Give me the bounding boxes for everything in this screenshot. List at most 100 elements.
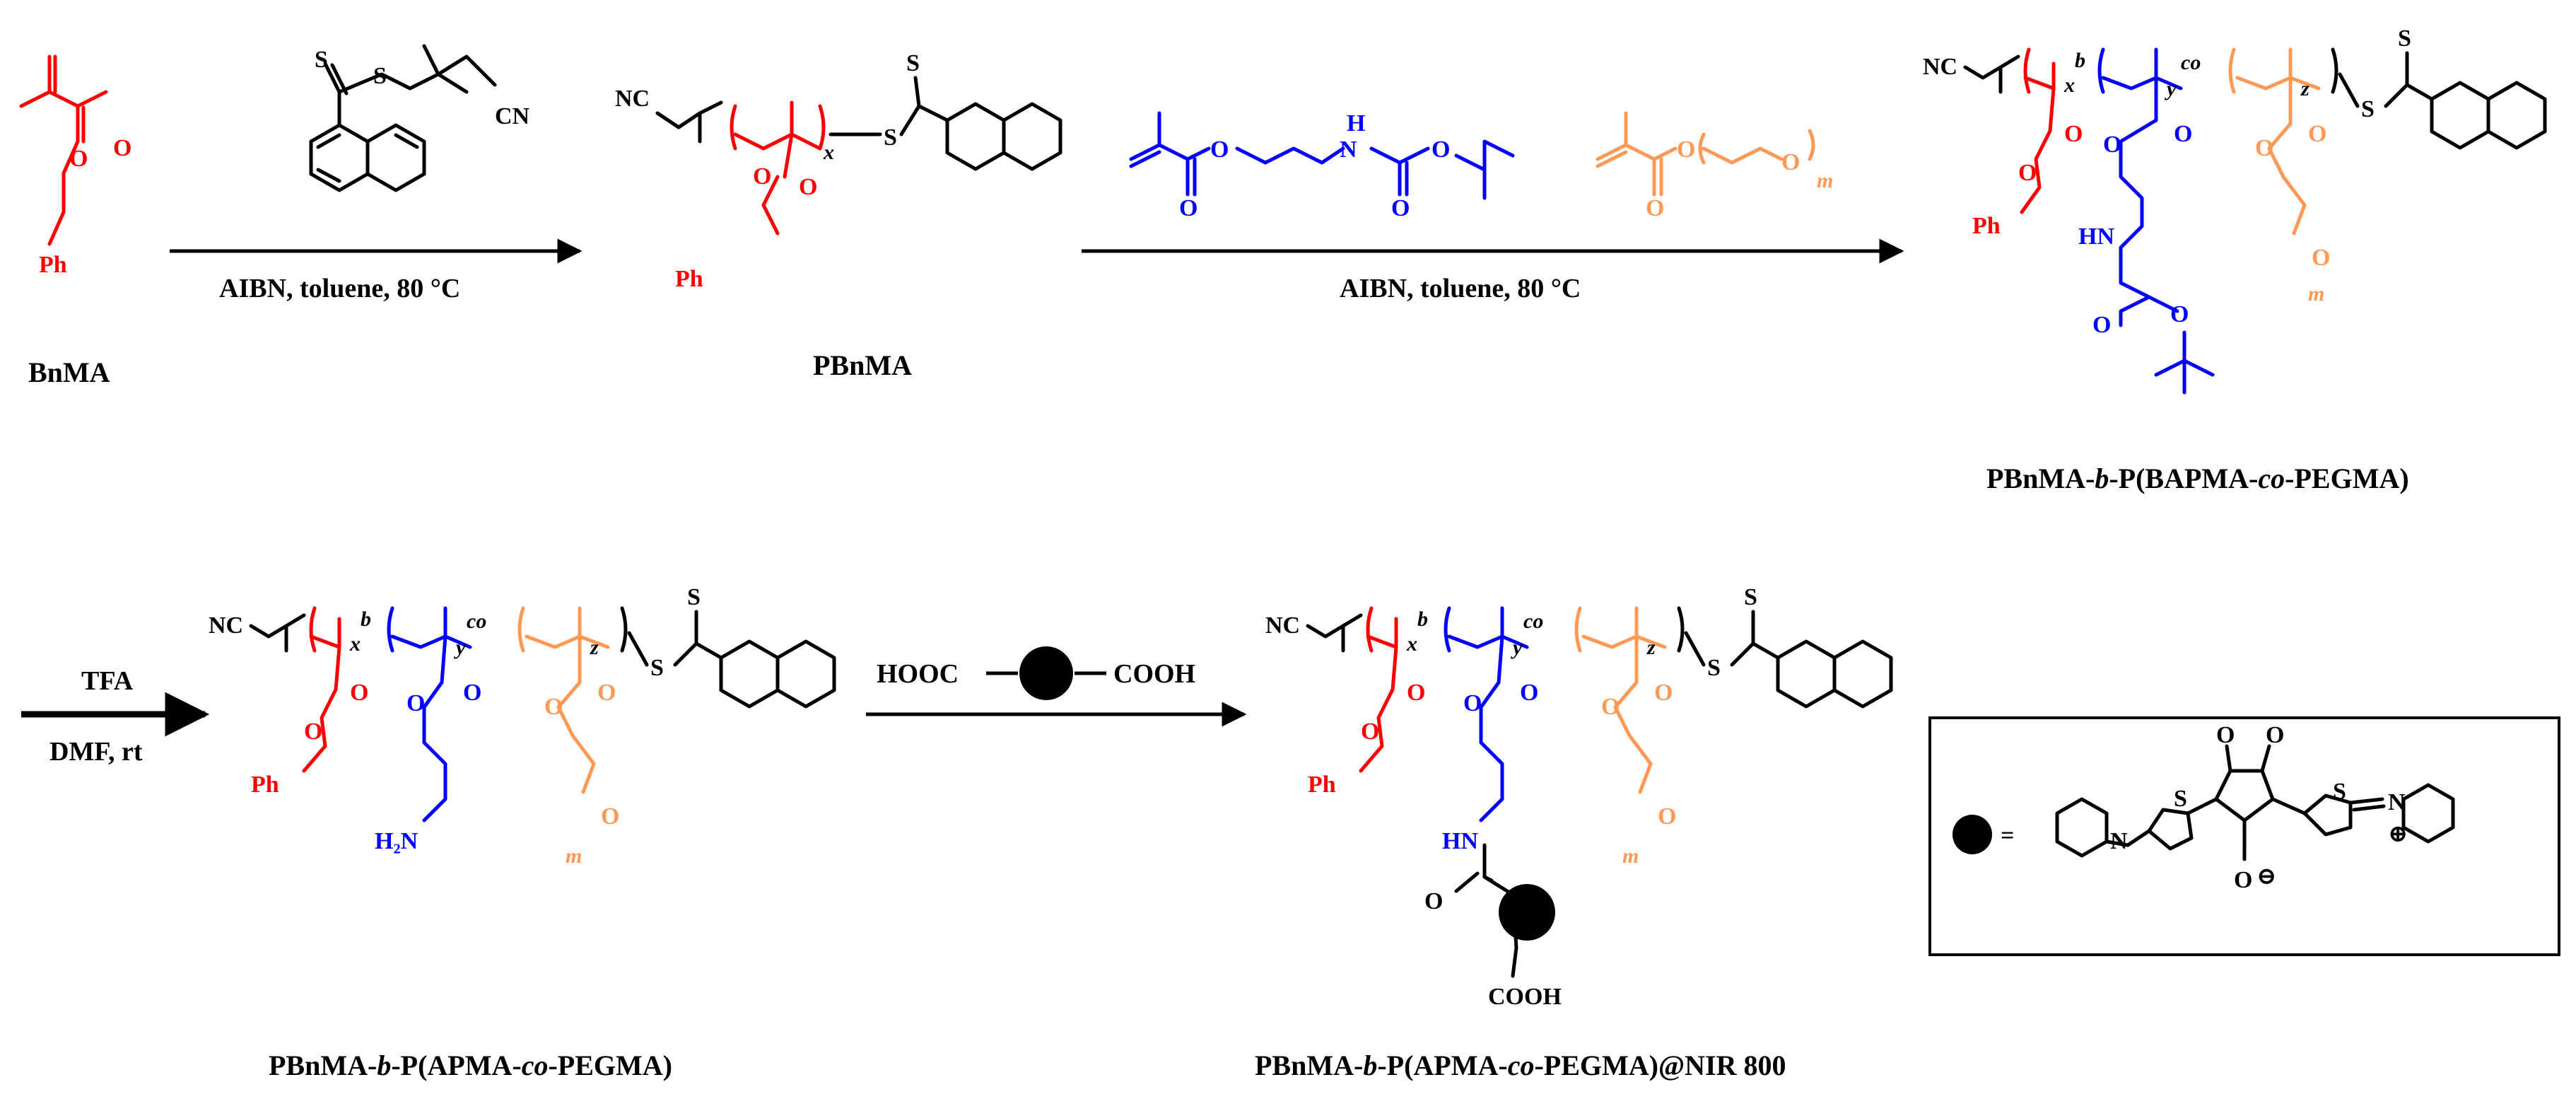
pbnma-o2: O xyxy=(753,163,771,190)
pegma-o1: O xyxy=(1677,136,1695,163)
amine-ph: Ph xyxy=(251,772,279,798)
amine-bn-o2: O xyxy=(304,719,322,745)
conj-thione: S xyxy=(1744,584,1757,610)
amine-thione: S xyxy=(687,584,701,610)
amine-ba-o1: O xyxy=(463,680,481,706)
boc-m: m xyxy=(2308,282,2324,306)
legend-s1: S xyxy=(2174,786,2187,812)
step3-solvent: DMF, rt xyxy=(49,737,143,767)
amine-z: z xyxy=(590,636,599,659)
boc-peg-o3: O xyxy=(2312,245,2330,271)
amine-m: m xyxy=(566,844,582,868)
nir-dye-legend: = N S O O O ⊖ S N ⊕ xyxy=(1928,716,2560,956)
amine-peg-o2: O xyxy=(544,694,563,720)
bnma-carbonyl-o: O xyxy=(113,135,131,161)
conj-cooh: COOH xyxy=(1488,984,1562,1010)
pbnma-ph: Ph xyxy=(675,266,703,292)
reagent-hooc: HOOC xyxy=(877,659,959,689)
raft-thio-s: S xyxy=(373,63,387,89)
boc-thione: S xyxy=(2398,25,2411,52)
boc-b: b xyxy=(2075,49,2085,72)
boc-z: z xyxy=(2300,77,2309,100)
amine-ba-o2: O xyxy=(406,690,425,716)
bnma-ester-o: O xyxy=(69,146,88,172)
bapma-o1: O xyxy=(1210,136,1229,163)
amine-nc: NC xyxy=(209,612,243,639)
legend-dye-dot xyxy=(1953,815,1992,854)
boc-bn-o2: O xyxy=(2018,160,2037,186)
boc-peg-o1: O xyxy=(2308,121,2326,147)
conj-ph: Ph xyxy=(1308,772,1336,798)
boc-s: S xyxy=(2361,96,2375,122)
legend-plus: ⊕ xyxy=(2388,821,2408,847)
step3-reagent: TFA xyxy=(81,666,134,696)
conj-m: m xyxy=(1622,844,1639,868)
conj-s: S xyxy=(1707,655,1721,681)
boc-nc: NC xyxy=(1923,54,1957,80)
boc-bn-o1: O xyxy=(2064,121,2083,147)
legend-n2: N xyxy=(2388,789,2406,815)
reagent-cooh: COOH xyxy=(1113,659,1195,689)
legend-n1: N xyxy=(2110,828,2128,854)
bapma-o4: O xyxy=(1391,195,1410,221)
pbnma-o: O xyxy=(799,174,817,200)
pbnma-nc: NC xyxy=(615,86,650,112)
conj-bn-o1: O xyxy=(1407,680,1425,706)
amine-bn-o1: O xyxy=(350,680,368,706)
boc-x: x xyxy=(2063,74,2075,97)
amine-peg-o1: O xyxy=(597,680,616,706)
raft-thione-s: S xyxy=(315,47,328,73)
bapma-h: H xyxy=(1347,110,1365,136)
conj-peg-o2: O xyxy=(1601,694,1620,720)
amine-b: b xyxy=(361,607,371,631)
pegma-o2: O xyxy=(1646,195,1664,221)
conj-x: x xyxy=(1406,632,1417,656)
nir-conjugate: NC x b O O Ph y co O O HN O COOH z O O O… xyxy=(1255,584,1893,1081)
conj-co: co xyxy=(1523,610,1543,633)
conj-z: z xyxy=(1646,636,1656,659)
conj-y: y xyxy=(1511,636,1523,659)
step1-conditions: AIBN, toluene, 80 °C xyxy=(219,274,460,303)
raft-cn: CN xyxy=(495,103,530,129)
conj-hn: HN xyxy=(1442,828,1478,854)
amine-h2n: H₂N xyxy=(375,828,418,854)
pegma-m: m xyxy=(1817,169,1833,192)
bapma-o3: O xyxy=(1432,136,1450,163)
conj-peg-o3: O xyxy=(1658,803,1676,830)
block-copolymer-amine: NC x b O O Ph y co O O H₂N z O O O m S S… xyxy=(209,584,836,1081)
pbnma-x: x xyxy=(823,141,834,164)
amine-peg-o3: O xyxy=(601,803,619,830)
legend-equals: = xyxy=(2001,822,2014,849)
bapma-o2: O xyxy=(1179,195,1198,221)
raft-agent: S S CN xyxy=(309,44,530,192)
bapma-nh: N xyxy=(1340,136,1357,163)
legend-o2: O xyxy=(2266,722,2284,748)
bapma-monomer: O O N H O O xyxy=(1129,110,1515,221)
conj-b: b xyxy=(1417,607,1428,631)
boc-peg-o2: O xyxy=(2255,135,2273,161)
legend-s2: S xyxy=(2333,779,2346,805)
conj-ba-o2: O xyxy=(1463,690,1482,716)
pegma-o3: O xyxy=(1781,149,1800,175)
legend-box xyxy=(1928,716,2560,956)
nir-dye-dot xyxy=(1019,646,1073,700)
boc-o4: O xyxy=(2170,301,2189,327)
block-boc-label: PBnMA-b-P(BAPMA-co-PEGMA) xyxy=(1986,463,2409,494)
conj-dye-dot xyxy=(1499,884,1555,941)
pbnma-label: PBnMA xyxy=(813,349,912,381)
legend-o3: O xyxy=(2234,867,2252,893)
boc-y: y xyxy=(2165,77,2177,100)
legend-o1: O xyxy=(2216,722,2235,748)
block-copolymer-boc: NC x b O O Ph y co O O HN O O z O O O m … xyxy=(1923,25,2547,494)
bnma-label: BnMA xyxy=(28,356,110,388)
legend-minus: ⊖ xyxy=(2256,864,2277,890)
conj-label: PBnMA-b-P(APMA-co-PEGMA)@NIR 800 xyxy=(1255,1049,1786,1081)
pbnma-structure: NC O O Ph x S S PBnMA xyxy=(615,50,1062,381)
amine-co: co xyxy=(467,610,486,633)
conj-amide-o: O xyxy=(1424,888,1443,914)
block-amine-label: PBnMA-b-P(APMA-co-PEGMA) xyxy=(269,1049,672,1081)
conj-peg-o1: O xyxy=(1654,680,1673,706)
conj-bn-o2: O xyxy=(1361,719,1379,745)
conj-ba-o1: O xyxy=(1520,680,1538,706)
